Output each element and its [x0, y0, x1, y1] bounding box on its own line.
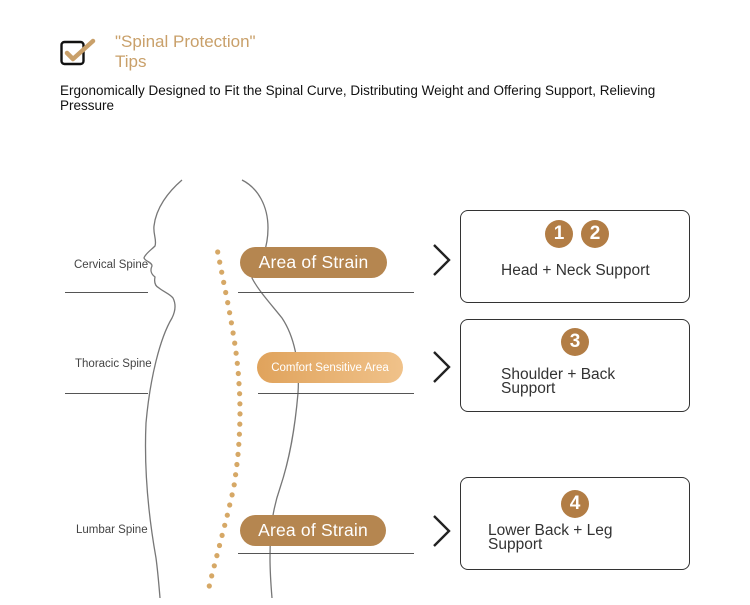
spine-dot	[236, 381, 242, 387]
label-lumbar-spine: Lumbar Spine	[76, 524, 148, 536]
spine-dot	[237, 401, 243, 407]
chevron-right-icon	[433, 515, 451, 547]
thoracic-guide-line	[65, 393, 148, 394]
page-title: "Spinal Protection" Tips	[115, 32, 256, 71]
number-badge-3: 3	[561, 328, 589, 356]
checkbox-check-icon	[60, 38, 96, 66]
spine-dot	[234, 461, 240, 468]
spine-dot	[230, 330, 236, 336]
spine-dot	[222, 522, 228, 528]
number-badge-4: 4	[561, 490, 589, 518]
spine-dot	[231, 482, 237, 488]
label-cervical-spine: Cervical Spine	[74, 259, 149, 271]
card-text-lower-back-leg: Lower Back + Leg Support	[488, 522, 613, 553]
chevron-right-icon	[433, 244, 451, 276]
area-of-strain-pill-upper: Area of Strain	[240, 247, 387, 278]
spine-dot	[233, 472, 239, 478]
spine-dot	[237, 421, 243, 427]
spine-dot	[236, 431, 242, 437]
cervical-guide-line	[65, 292, 148, 293]
card-text-shoulder-back: Shoulder + Back Support	[501, 366, 616, 397]
support-card-shoulder-back: 3 Shoulder + Back Support	[460, 319, 690, 412]
spine-dot	[236, 441, 242, 447]
page-subtitle: Ergonomically Designed to Fit the Spinal…	[60, 83, 656, 113]
spine-dot	[215, 249, 221, 255]
spine-dot	[206, 583, 212, 589]
spine-dot	[228, 320, 234, 326]
spine-dot	[216, 542, 223, 549]
support-card-lower-back-leg: 4 Lower Back + Leg Support	[460, 477, 690, 570]
number-badge-2: 2	[581, 220, 609, 248]
spine-dot	[211, 563, 217, 569]
spine-dot	[219, 269, 225, 275]
label-thoracic-spine: Thoracic Spine	[75, 358, 152, 370]
spine-dot	[235, 370, 241, 377]
spine-dot	[209, 573, 215, 579]
number-badge-1: 1	[545, 220, 573, 248]
spine-dot	[227, 310, 233, 316]
spine-dot	[229, 492, 235, 498]
comfort-sensitive-area-pill: Comfort Sensitive Area	[257, 352, 403, 383]
upper-strain-line	[238, 292, 414, 293]
chevron-right-icon	[433, 351, 451, 383]
spine-dot	[235, 451, 241, 457]
lower-strain-line	[238, 553, 414, 554]
spine-dot	[223, 289, 229, 296]
comfort-line	[258, 393, 414, 394]
spine-dot	[234, 360, 240, 366]
area-of-strain-pill-lower: Area of Strain	[240, 515, 386, 546]
spine-dot	[225, 300, 231, 306]
spine-dot	[221, 279, 227, 285]
front-profile-outline	[143, 179, 183, 598]
spine-dot	[237, 411, 243, 417]
spine-dot	[217, 259, 223, 265]
spine-dot	[224, 512, 230, 518]
spine-dot	[233, 350, 239, 356]
spine-dot	[214, 553, 220, 559]
spine-dot	[219, 532, 225, 538]
spine-dot	[237, 391, 243, 397]
support-card-head-neck: 1 2 Head + Neck Support	[460, 210, 690, 303]
card-text-head-neck: Head + Neck Support	[501, 262, 650, 279]
spine-dot	[227, 502, 233, 508]
spine-dots	[206, 249, 243, 589]
spine-dot	[232, 340, 238, 346]
